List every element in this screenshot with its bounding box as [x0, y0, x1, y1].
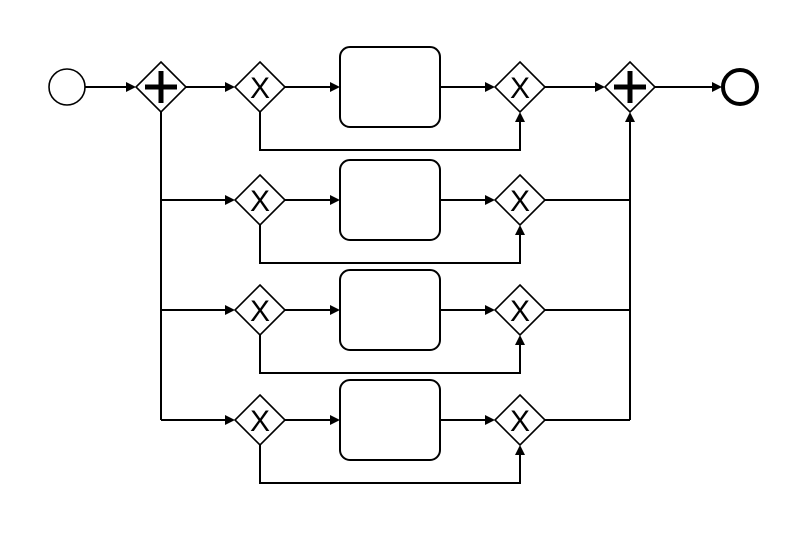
- x-icon: X: [250, 185, 270, 218]
- arrowhead: [225, 82, 235, 92]
- exclusive-merge-gateway[interactable]: X: [493, 283, 547, 337]
- bypass-flow[interactable]: [259, 112, 521, 151]
- arrowhead: [126, 82, 136, 92]
- x-icon: X: [250, 72, 270, 105]
- parallel-join-gateway[interactable]: [603, 60, 657, 114]
- arrowhead: [485, 305, 495, 315]
- task-box[interactable]: [339, 159, 441, 241]
- arrowhead: [515, 225, 525, 235]
- parallel-split-gateway[interactable]: [134, 60, 188, 114]
- exclusive-merge-gateway[interactable]: X: [493, 393, 547, 447]
- arrowhead: [515, 445, 525, 455]
- arrowhead: [330, 415, 340, 425]
- task-box[interactable]: [339, 269, 441, 351]
- start-event-icon[interactable]: [48, 68, 86, 106]
- arrowhead: [515, 335, 525, 345]
- task-box[interactable]: [339, 379, 441, 461]
- x-icon: X: [510, 405, 530, 438]
- arrowhead: [330, 305, 340, 315]
- end-event-icon[interactable]: [721, 68, 759, 106]
- x-icon: X: [250, 405, 270, 438]
- x-icon: X: [510, 185, 530, 218]
- bypass-flow[interactable]: [259, 335, 521, 374]
- bypass-flow[interactable]: [259, 445, 521, 484]
- arrowhead: [485, 415, 495, 425]
- x-icon: X: [510, 295, 530, 328]
- arrowhead: [485, 195, 495, 205]
- arrowhead: [225, 415, 235, 425]
- arrowhead: [625, 112, 635, 122]
- arrowhead: [595, 82, 605, 92]
- x-icon: X: [510, 72, 530, 105]
- arrowhead: [330, 82, 340, 92]
- x-icon: X: [250, 295, 270, 328]
- bypass-flow[interactable]: [259, 225, 521, 264]
- task-box[interactable]: [339, 46, 441, 128]
- arrowhead: [225, 305, 235, 315]
- exclusive-split-gateway[interactable]: X: [233, 283, 287, 337]
- arrowhead: [712, 82, 722, 92]
- arrowhead: [330, 195, 340, 205]
- arrowhead: [515, 112, 525, 122]
- arrowhead: [225, 195, 235, 205]
- arrowhead: [485, 82, 495, 92]
